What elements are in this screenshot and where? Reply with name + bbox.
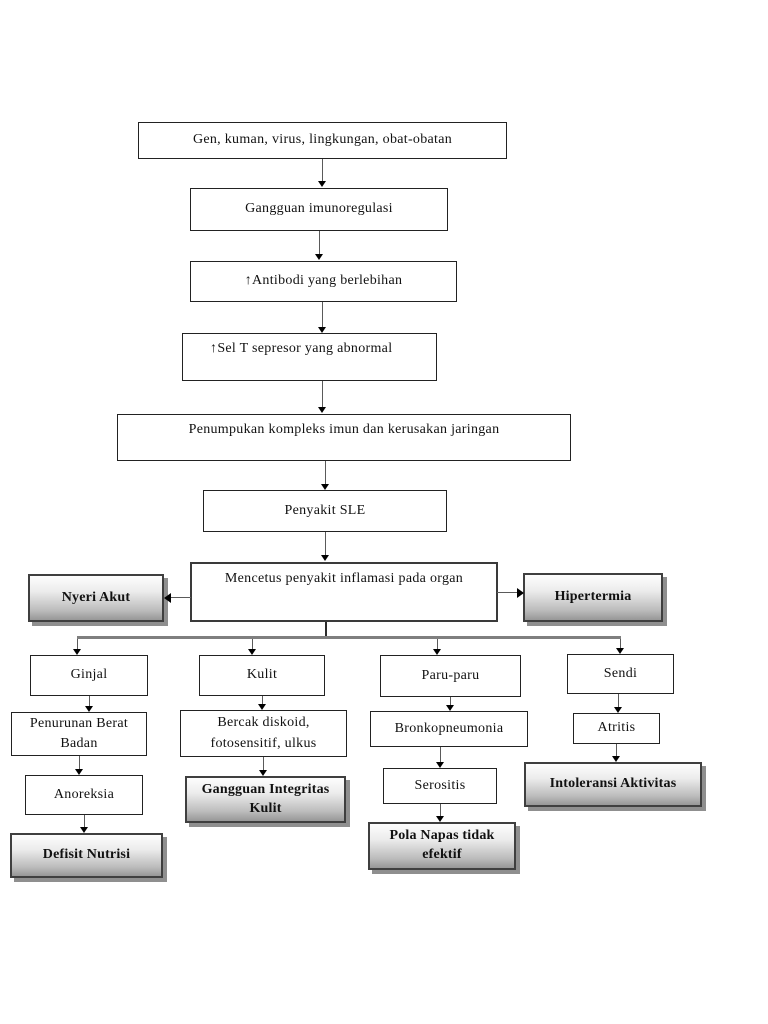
arrow-paru-to-bronkopneumonia: [446, 697, 455, 711]
node-intoleransi-label: Intoleransi Aktivitas: [549, 776, 677, 792]
arrow-atritis-to-intoleransi: [612, 744, 621, 762]
arrow-imunoregulasi-to-antibodi: [315, 231, 324, 260]
node-anoreksia-label: Anoreksia: [53, 786, 115, 802]
node-bercak: Bercak diskoid, fotosensitif, ulkus: [180, 710, 347, 757]
node-antibodi: ↑Antibodi yang berlebihan: [190, 261, 457, 302]
node-atritis: Atritis: [573, 713, 660, 744]
node-bronkopneumonia: Bronkopneumonia: [370, 711, 528, 747]
node-antibodi-label: ↑Antibodi yang berlebihan: [245, 271, 403, 291]
node-antibodi-text: Antibodi yang berlebihan: [252, 273, 403, 289]
arrow-bercak-to-gangguan: [259, 757, 268, 776]
arrow-sle-to-mencetus: [321, 532, 330, 561]
arrow-causes-to-imunoregulasi: [318, 159, 327, 187]
arrow-sendi-to-atritis: [614, 694, 623, 713]
node-mencetus-label: Mencetus penyakit inflamasi pada organ: [224, 571, 464, 586]
node-bronkopneumonia-label: Bronkopneumonia: [394, 720, 504, 736]
node-ginjal-label: Ginjal: [70, 667, 108, 683]
node-serositis-label: Serositis: [414, 777, 466, 793]
node-gangguan-integritas-label: Gangguan Integritas Kulit: [201, 781, 330, 816]
node-causes: Gen, kuman, virus, lingkungan, obat-obat…: [138, 122, 507, 159]
node-sle-label: Penyakit SLE: [284, 502, 366, 518]
node-sel-t: ↑Sel T sepresor yang abnormal: [182, 333, 437, 381]
node-paru-paru: Paru-paru: [380, 655, 521, 697]
branch-stub-line: [325, 622, 327, 639]
arrow-branch-to-paru: [433, 639, 442, 655]
arrow-serositis-to-pola-napas: [436, 804, 445, 822]
node-penumpukan: Penumpukan kompleks imun dan kerusakan j…: [117, 414, 571, 461]
node-nyeri-akut-label: Nyeri Akut: [61, 589, 131, 605]
node-kulit: Kulit: [199, 655, 325, 696]
node-penurunan-bb-label: Penurunan Berat Badan: [29, 715, 129, 751]
arrow-selt-to-penumpukan: [318, 381, 327, 413]
arrow-mencetus-to-hipertermia: [497, 588, 524, 598]
branch-horizontal-line: [77, 636, 621, 639]
arrow-antibodi-to-selt: [318, 302, 327, 333]
arrow-kulit-to-bercak: [258, 696, 267, 710]
node-sel-t-text: Sel T sepresor yang abnormal: [217, 341, 393, 356]
node-sendi-label: Sendi: [603, 665, 638, 681]
node-penumpukan-label: Penumpukan kompleks imun dan kerusakan j…: [188, 422, 500, 437]
up-arrow-icon: ↑: [210, 341, 218, 356]
node-causes-label: Gen, kuman, virus, lingkungan, obat-obat…: [192, 132, 453, 148]
node-sle: Penyakit SLE: [203, 490, 447, 532]
node-nyeri-akut: Nyeri Akut: [28, 574, 164, 622]
node-atritis-label: Atritis: [597, 720, 636, 736]
node-defisit-nutrisi-label: Defisit Nutrisi: [42, 847, 131, 863]
arrow-branch-to-ginjal: [73, 639, 82, 655]
node-pola-napas: Pola Napas tidak efektif: [368, 822, 516, 870]
node-kulit-label: Kulit: [246, 667, 278, 683]
node-mencetus: Mencetus penyakit inflamasi pada organ: [190, 562, 498, 622]
node-pola-napas-label: Pola Napas tidak efektif: [389, 828, 495, 862]
node-serositis: Serositis: [383, 768, 497, 804]
arrow-branch-to-sendi: [616, 639, 625, 654]
node-hipertermia-label: Hipertermia: [554, 589, 632, 605]
node-gangguan-integritas: Gangguan Integritas Kulit: [185, 776, 346, 823]
node-imunoregulasi: Gangguan imunoregulasi: [190, 188, 448, 231]
node-intoleransi: Intoleransi Aktivitas: [524, 762, 702, 807]
arrow-penurunan-to-anoreksia: [75, 756, 84, 775]
node-sendi: Sendi: [567, 654, 674, 694]
arrow-bronkopneumonia-to-serositis: [436, 747, 445, 768]
up-arrow-icon: ↑: [244, 273, 253, 289]
node-sel-t-label: ↑Sel T sepresor yang abnormal: [210, 339, 392, 359]
node-imunoregulasi-label: Gangguan imunoregulasi: [245, 201, 393, 217]
arrow-branch-to-kulit: [248, 639, 257, 655]
node-penurunan-bb: Penurunan Berat Badan: [11, 712, 147, 756]
node-defisit-nutrisi: Defisit Nutrisi: [10, 833, 163, 878]
arrow-ginjal-to-penurunan: [85, 696, 94, 712]
arrow-penumpukan-to-sle: [321, 461, 330, 490]
node-paru-paru-label: Paru-paru: [421, 667, 480, 683]
node-anoreksia: Anoreksia: [25, 775, 143, 815]
node-ginjal: Ginjal: [30, 655, 148, 696]
arrow-mencetus-to-nyeri-akut: [164, 593, 191, 603]
arrow-anoreksia-to-defisit: [80, 815, 89, 833]
node-bercak-label: Bercak diskoid, fotosensitif, ulkus: [210, 715, 317, 751]
node-hipertermia: Hipertermia: [523, 573, 663, 622]
